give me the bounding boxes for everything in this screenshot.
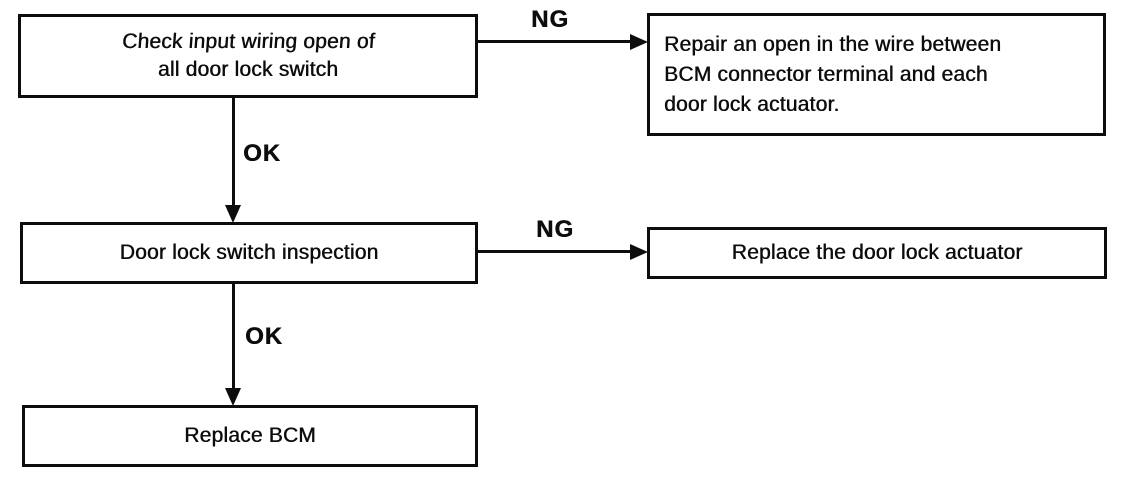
node-door-lock-switch-inspection-text: Door lock switch inspection <box>119 241 379 264</box>
node-replace-bcm: Replace BCM <box>22 405 478 467</box>
edge-label-ng-middle: NG <box>536 216 574 243</box>
edge-check-to-inspection-line <box>232 97 235 207</box>
edge-label-ok-top: OK <box>243 140 281 167</box>
node-repair-open-wire-line-2: BCM connector terminal and each <box>664 63 988 86</box>
node-replace-bcm-text: Replace BCM <box>184 424 316 447</box>
node-repair-open-wire-line-3: door lock actuator. <box>664 93 840 116</box>
edge-check-to-repair-arrowhead-icon <box>630 34 648 50</box>
node-replace-door-lock-actuator: Replace the door lock actuator <box>647 227 1107 279</box>
edge-inspection-to-actuator-line <box>478 250 632 253</box>
node-repair-open-wire: Repair an open in the wire between BCM c… <box>647 13 1106 136</box>
node-repair-open-wire-line-1: Repair an open in the wire between <box>664 33 1002 56</box>
node-door-lock-switch-inspection: Door lock switch inspection <box>20 222 478 284</box>
edge-inspection-to-bcm-arrowhead-icon <box>225 388 241 406</box>
node-check-input-wiring: Check input wiring open of all door lock… <box>18 14 478 98</box>
edge-label-ok-bottom: OK <box>245 323 283 350</box>
node-check-input-wiring-line-2: all door lock switch <box>157 58 339 81</box>
edge-label-ng-top: NG <box>531 6 569 33</box>
edge-inspection-to-actuator-arrowhead-icon <box>630 244 648 260</box>
edge-check-to-inspection-arrowhead-icon <box>225 205 241 223</box>
edge-check-to-repair-line <box>478 40 632 43</box>
node-check-input-wiring-line-1: Check input wiring open of <box>120 30 376 53</box>
node-replace-door-lock-actuator-text: Replace the door lock actuator <box>731 241 1023 264</box>
edge-inspection-to-bcm-line <box>232 284 235 390</box>
